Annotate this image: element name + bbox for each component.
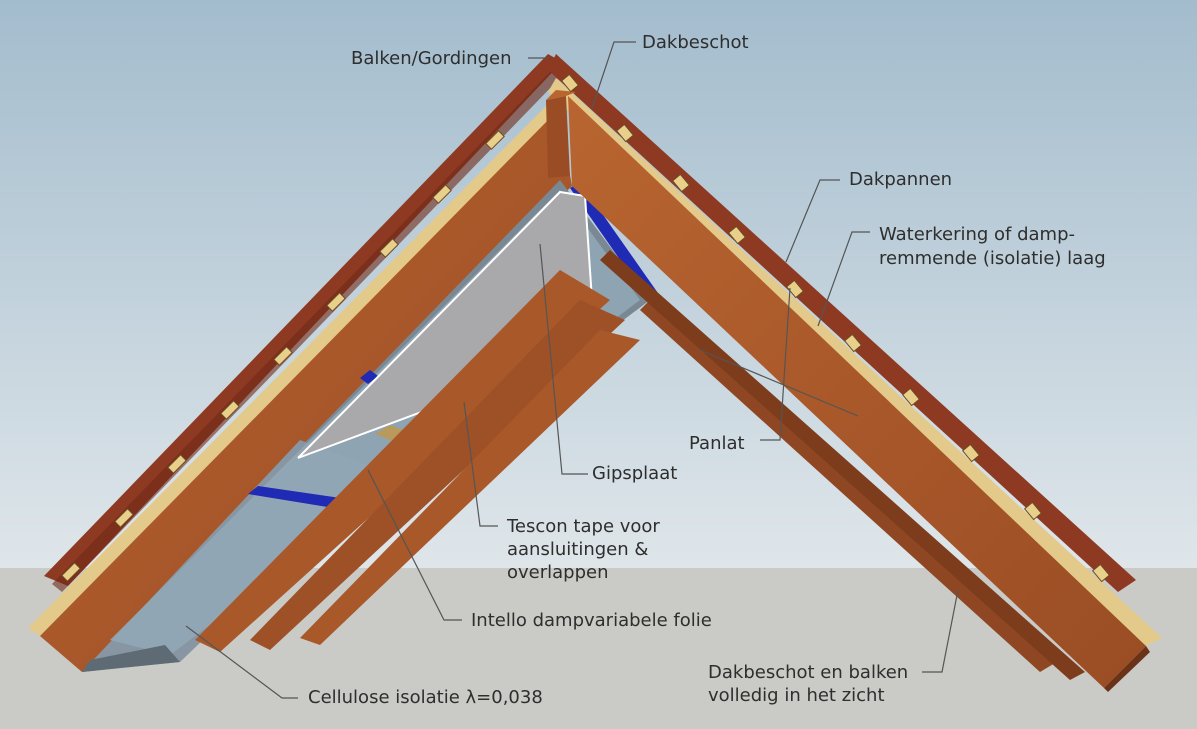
right-beam-end (1104, 646, 1150, 692)
cavity-bottom (82, 645, 180, 672)
left-rafter-face (40, 110, 572, 672)
label-panlat: Panlat (689, 433, 745, 454)
leader-intello (367, 469, 462, 621)
left-panlatten (61, 130, 505, 582)
label-waterkering-line1: Waterkering of damp- (879, 224, 1076, 245)
label-waterkering-line2: remmende (isolatie) laag (879, 248, 1106, 269)
label-tescon-line2: aansluitingen & (507, 539, 649, 560)
right-panlatten (560, 73, 1111, 583)
left-lower-beam (195, 270, 610, 652)
leader-dakbeschot-zicht (922, 589, 959, 673)
tescon-tape-strip (360, 370, 378, 384)
leader-cellulose (185, 625, 298, 699)
ridge-beam (546, 96, 570, 178)
right-rafter-face (568, 96, 1146, 688)
right-lower-beam (640, 300, 1060, 672)
left-lower-beam (250, 300, 625, 650)
left-roof-tiles (44, 54, 562, 586)
label-tescon-line1: Tescon tape voor (507, 516, 660, 537)
label-dakpannen: Dakpannen (849, 169, 953, 190)
leader-dakpannen (785, 179, 840, 263)
label-intello: Intello dampvariabele folie (471, 610, 712, 631)
label-cellulose: Cellulose isolatie λ=0,038 (308, 687, 543, 708)
ridge-beam-top (546, 90, 576, 100)
right-roof-tiles (548, 54, 1136, 592)
leader-dakbeschot (591, 41, 636, 109)
leader-panlat-2 (699, 349, 859, 417)
leader-waterkering (817, 231, 870, 327)
label-gipsplaat: Gipsplaat (592, 463, 678, 484)
leader-gipsplaat (539, 243, 588, 475)
label-dakbeschot: Dakbeschot (642, 32, 749, 53)
label-tescon-line3: overlappen (507, 562, 609, 583)
left-lower-beam (300, 330, 640, 645)
leader-panlat (760, 287, 791, 441)
label-dakbeschot-zicht-line2: volledig in het zicht (708, 685, 885, 706)
right-dakbeschot-strip (548, 78, 1162, 646)
label-balken-gordingen: Balken/Gordingen (351, 48, 512, 69)
leader-tescon (463, 401, 498, 527)
tescon-tape-strip (570, 182, 660, 300)
label-dakbeschot-zicht-line1: Dakbeschot en balken (708, 662, 909, 683)
right-lower-beam (600, 250, 1085, 680)
left-dakbeschot-strip (28, 100, 566, 636)
